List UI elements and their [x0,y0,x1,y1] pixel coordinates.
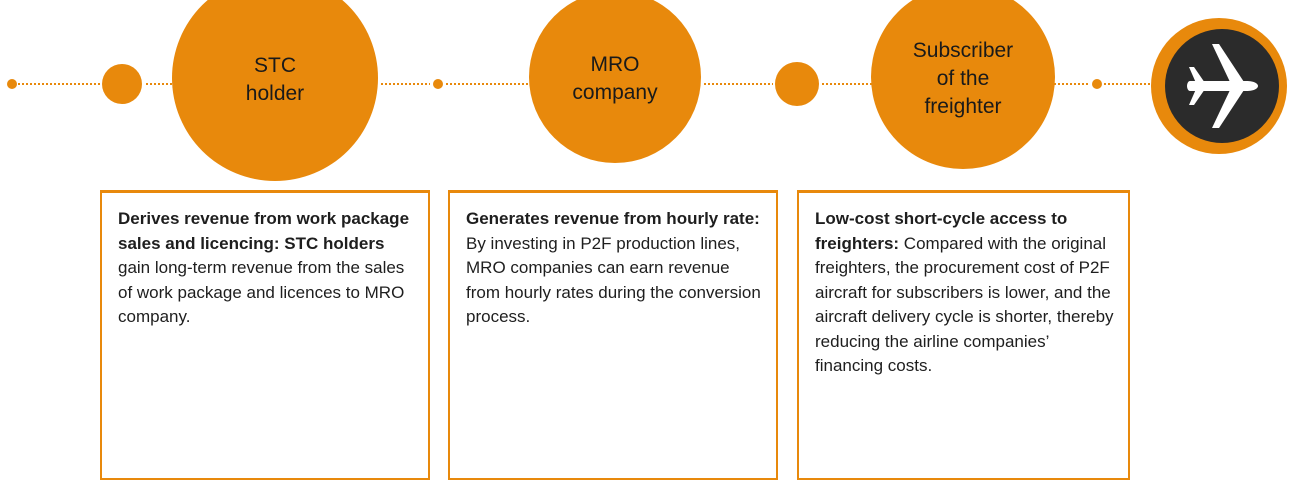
node-aircraft [1151,18,1287,154]
flow-diagram [7,0,1287,181]
card-heading: Derives revenue from work package sales … [118,209,410,253]
card-mro-company: Generates revenue from hourly rate: By i… [448,190,778,480]
medium-dot [775,62,819,106]
node-label-stc-holder: STC holder [205,42,345,118]
small-dot [1092,79,1102,89]
card-body: Compared with the original freighters, t… [815,233,1114,376]
card-lead: STC holders [284,233,385,253]
node-label-text: MRO company [572,53,658,104]
node-label-text: STC holder [245,54,305,105]
small-dot [433,79,443,89]
node-circle-mro-company [529,0,701,163]
node-label-text: Subscriber of the freighter [912,39,1014,118]
card-stc-holder: Derives revenue from work package sales … [100,190,430,480]
node-circle-stc-holder [172,0,378,181]
node-label-mro-company: MRO company [545,41,685,117]
node-label-subscriber: Subscriber of the freighter [893,27,1033,131]
card-subscriber: Low-cost short-cycle access to freighter… [797,190,1130,480]
small-dot [7,79,17,89]
card-body: gain long-term revenue from the sales of… [118,258,405,326]
card-body: By investing in P2F production lines, MR… [466,233,761,327]
airplane-icon [1187,44,1258,128]
card-heading: Generates revenue from hourly rate: [466,209,760,228]
card-heading: Low-cost short-cycle access to freighter… [815,209,1068,253]
medium-dot [102,64,142,104]
node-circle-subscriber [871,0,1055,169]
